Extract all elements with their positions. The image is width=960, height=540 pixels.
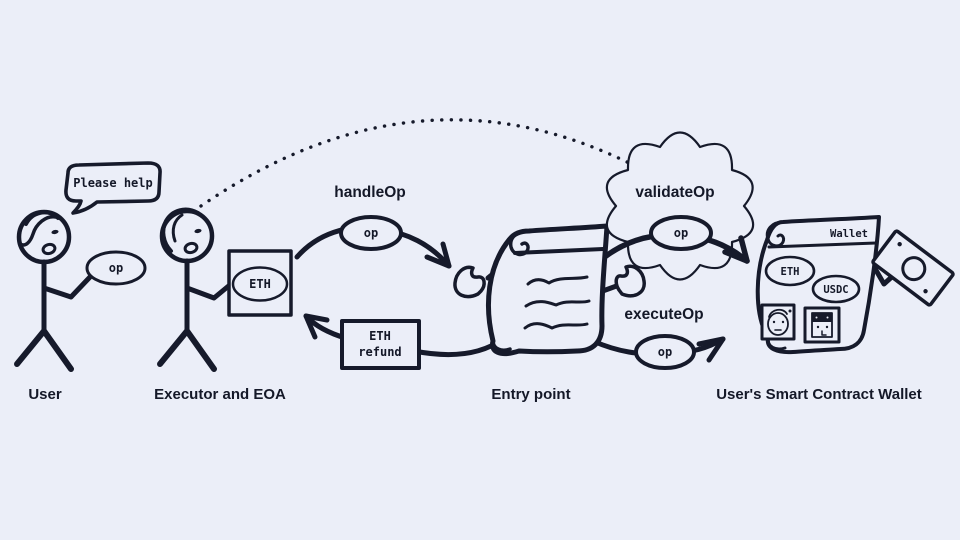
- op-text: op: [364, 226, 378, 240]
- eth-text: ETH: [249, 277, 271, 291]
- executor-eye: [194, 228, 202, 234]
- wallet-band-line: [767, 241, 878, 249]
- wallet-eth-text: ETH: [781, 266, 800, 278]
- op-text: op: [109, 261, 123, 275]
- executeop-title: executeOp: [624, 306, 703, 323]
- eth-box: ETH: [227, 249, 293, 317]
- handleop-title: handleOp: [334, 184, 405, 201]
- wallet-usdc-coin-icon: [811, 274, 861, 304]
- user-legs: [14, 328, 74, 372]
- arrowhead-icon: [696, 336, 726, 363]
- user-eye: [51, 229, 59, 235]
- executor-arm: [184, 281, 234, 301]
- entry-point-label: Entry point: [491, 386, 570, 403]
- arrowhead-icon: [303, 313, 330, 340]
- executor-legs: [157, 328, 217, 372]
- arrowhead-icon: [722, 235, 750, 264]
- validateop-cloud: op validateOp: [603, 131, 755, 281]
- scroll-text-squiggle: [524, 299, 591, 308]
- eth-coin-icon: [231, 266, 289, 302]
- wallet-title: Wallet: [830, 228, 868, 240]
- scroll-left-hand: [453, 265, 486, 299]
- wallet-label: User's Smart Contract Wallet: [716, 386, 922, 403]
- eth-refund-box: ETH refund: [340, 319, 421, 370]
- scroll-band-line: [513, 247, 605, 255]
- user-arm: [41, 274, 93, 300]
- scroll-text-squiggle: [523, 322, 589, 330]
- speech-bubble-text: Please help: [73, 176, 152, 190]
- scroll-text-squiggle: [526, 275, 589, 286]
- scroll-body-icon: [486, 223, 610, 357]
- wallet-eth-coin-icon: [764, 255, 816, 287]
- speech-bubble: Please help: [64, 161, 162, 215]
- entry-point-scroll: [453, 223, 646, 357]
- wallet-scroll: Wallet ETH USDC: [755, 215, 955, 355]
- portrait-nft-icon: [803, 306, 841, 344]
- user-label: User: [28, 386, 62, 403]
- eth-refund-line2: refund: [358, 345, 401, 359]
- executor-label: Executor and EOA: [154, 386, 286, 403]
- validateop-op-bubble: [649, 215, 713, 251]
- executor-figure: [157, 207, 234, 372]
- dotted-arc: [199, 118, 639, 208]
- op-text: op: [674, 226, 688, 240]
- user-op-bubble: op: [85, 250, 147, 286]
- handleop-group: op handleOp: [334, 184, 406, 251]
- arrowhead-icon: [424, 241, 452, 269]
- op-text: op: [658, 345, 672, 359]
- wallet-usdc-text: USDC: [823, 284, 848, 296]
- scroll-right-hand: [614, 264, 646, 298]
- executeop-group: op executeOp: [624, 306, 704, 370]
- validateop-title: validateOp: [635, 184, 714, 201]
- eth-refund-line1: ETH: [369, 329, 391, 343]
- executor-mouth: [183, 241, 199, 255]
- user-figure: [14, 209, 93, 372]
- face-nft-icon: [760, 303, 796, 341]
- user-mouth: [41, 242, 57, 256]
- executeop-op-bubble: [634, 334, 696, 370]
- banknote-icon: [871, 229, 955, 307]
- scroll-bottom-curl: [491, 339, 512, 352]
- executor-hair: [161, 207, 200, 253]
- handleop-op-bubble: [339, 215, 403, 251]
